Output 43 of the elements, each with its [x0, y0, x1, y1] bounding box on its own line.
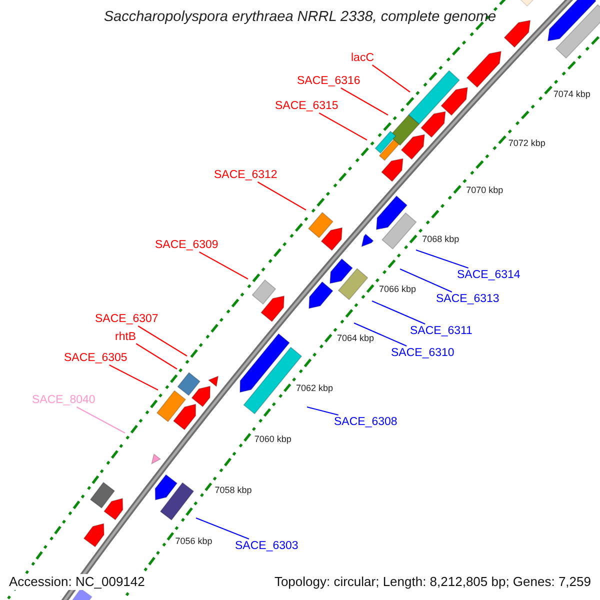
accession-text: Accession: NC_009142	[9, 574, 145, 590]
leader-line	[354, 322, 407, 346]
gene-label: SACE_6314	[457, 268, 520, 282]
gene-label: SACE_6316	[297, 74, 360, 88]
leader-line	[196, 517, 250, 540]
gene-label: SACE_6311	[410, 324, 472, 338]
gene-label: SACE_6308	[334, 415, 398, 429]
leader-line	[318, 112, 368, 140]
leader-line	[257, 182, 306, 210]
gene-label: SACE_6312	[214, 168, 278, 182]
gene-label: SACE_6309	[155, 238, 218, 252]
scale-label: 7056 kbp	[175, 536, 212, 548]
scale-label: 7066 kbp	[379, 284, 416, 295]
scale-label: 7060 kbp	[254, 434, 292, 446]
leader-line	[400, 268, 452, 292]
leader-line	[416, 249, 468, 269]
gene-label: SACE_8040	[32, 393, 96, 407]
genome-info-text: Topology: circular; Length: 8,212,805 bp; Genes: 7,259	[274, 574, 591, 590]
gene-label: SACE_6305	[64, 351, 128, 365]
gene-label: SACE_6310	[391, 346, 454, 360]
scale-label: 7074 kbp	[553, 89, 590, 100]
scale-label: 7068 kbp	[422, 234, 460, 246]
leader-line	[136, 343, 178, 370]
scale-label: 7070 kbp	[466, 184, 504, 196]
leader-line	[138, 326, 188, 356]
map-title: Saccharopolyspora erythraea NRRL 2338, complete genome	[102, 9, 498, 25]
gene-label: rhtB	[115, 330, 136, 344]
gene-label: SACE_6303	[235, 539, 298, 553]
leader-line	[76, 406, 126, 434]
scale-label: 7062 kbp	[296, 382, 334, 394]
gene-label: SACE_6307	[95, 312, 158, 326]
leader-line	[340, 88, 388, 116]
scale-label: 7072 kbp	[508, 138, 546, 149]
scale-label: 7058 kbp	[214, 484, 252, 496]
leader-line	[372, 64, 410, 92]
leader-line	[199, 252, 248, 280]
leader-line	[372, 300, 426, 324]
scale-label: 7064 kbp	[337, 333, 374, 344]
gene-label: lacC	[351, 51, 374, 65]
gene-label: SACE_6313	[436, 292, 500, 306]
gene-label: SACE_6315	[275, 99, 338, 113]
leader-line	[109, 364, 158, 390]
leader-line	[306, 406, 338, 416]
